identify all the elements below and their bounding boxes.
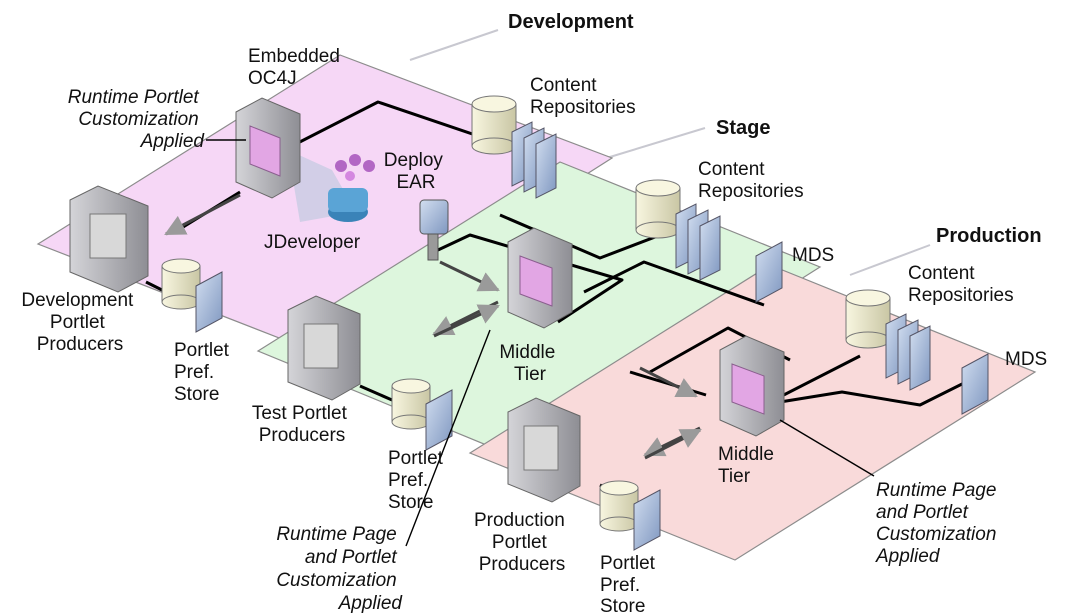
production-runtime-note-leader (779, 419, 875, 477)
production-content-db (845, 289, 891, 349)
development-producers-label: Development Portlet Producers (21, 290, 138, 355)
stage-runtime-note-leader (405, 329, 491, 547)
development-content-db (471, 95, 517, 155)
jdeveloper-icon (328, 154, 375, 222)
production-repository-stack (885, 313, 931, 391)
production-runtime-note: Runtime Page and Portlet Customization A… (875, 480, 1002, 567)
production-middle-tier-label: Middle Tier (718, 444, 779, 487)
deploy-ear-label: Deploy EAR (384, 150, 448, 193)
test-producers-server (287, 295, 361, 401)
stage-mds-panel (755, 241, 783, 303)
embedded-oc4j-server (235, 97, 301, 199)
arrows (164, 193, 702, 460)
stage-title: Stage (716, 117, 770, 139)
production-accent-line (849, 244, 931, 276)
stage-pref-store-label: Portlet Pref. Store (388, 448, 448, 513)
stage-repository-stack (675, 203, 721, 281)
stage-middle-tier-label: Middle Tier (499, 342, 560, 385)
production-pref-store-label: Portlet Pref. Store (600, 553, 660, 615)
development-title: Development (508, 11, 634, 33)
stage-pref-store-panel (425, 389, 453, 451)
development-runtime-note: Runtime Portlet Customization Applied (68, 87, 206, 152)
deploy-ear-icon (419, 199, 449, 261)
stage-content-db (635, 179, 681, 239)
stage-middle-tier-server (507, 227, 573, 329)
stage-accent-line (599, 127, 706, 161)
production-middle-tier-server (719, 335, 785, 437)
jdeveloper-label: JDeveloper (264, 232, 361, 253)
test-producers-label: Test Portlet Producers (252, 403, 352, 446)
production-producers-label: Production Portlet Producers (474, 510, 570, 575)
production-title: Production (936, 225, 1042, 247)
development-pref-db (161, 258, 201, 310)
development-accent-line (409, 29, 499, 61)
production-pref-store-panel (633, 489, 661, 551)
production-mds-label: MDS (1005, 349, 1047, 370)
stage-pref-db (391, 378, 431, 430)
development-content-repositories-label: Content Repositories (530, 75, 636, 118)
embedded-label: Embedded OC4J (248, 46, 345, 89)
production-producers-server (507, 397, 581, 503)
production-mds-panel (961, 353, 989, 415)
development-repository-stack (511, 121, 557, 199)
development-producers-server (69, 185, 149, 293)
stage-mds-label: MDS (792, 245, 834, 266)
development-pref-store-label: Portlet Pref. Store (174, 340, 234, 405)
development-pref-store-panel (195, 271, 223, 333)
stage-content-repositories-label: Content Repositories (698, 159, 804, 202)
production-content-repositories-label: Content Repositories (908, 263, 1014, 306)
stage-runtime-note: Runtime Page and Portlet Customization A… (276, 524, 403, 614)
production-pref-db (599, 480, 639, 532)
